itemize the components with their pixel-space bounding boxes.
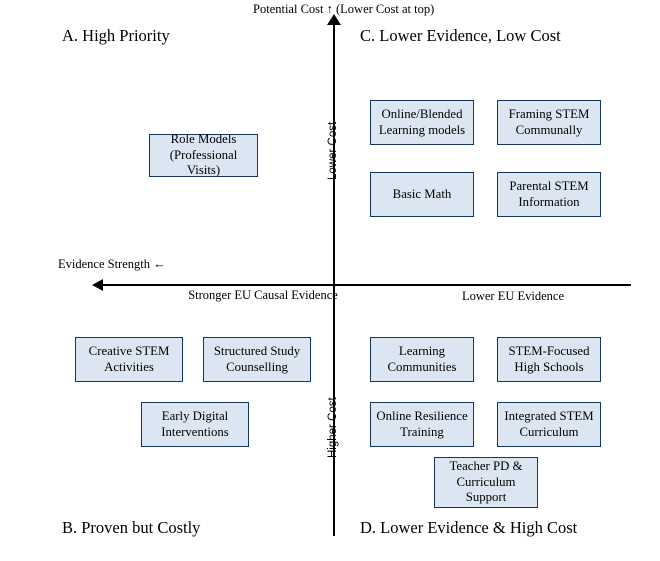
x-axis-right-label: Lower EU Evidence: [461, 289, 565, 303]
vertical-axis-line: [333, 22, 335, 536]
node-early-digital-interventions[interactable]: Early Digital Interventions: [141, 402, 249, 447]
node-stem-focused-high-schools[interactable]: STEM-Focused High Schools: [497, 337, 601, 382]
x-axis-left-label: Stronger EU Causal Evidence: [188, 288, 338, 302]
node-framing-stem-communally[interactable]: Framing STEM Communally: [497, 100, 601, 145]
top-axis-caption: Potential Cost ↑ (Lower Cost at top): [253, 2, 435, 16]
node-integrated-stem-curriculum[interactable]: Integrated STEM Curriculum: [497, 402, 601, 447]
y-axis-upper-label: Lower Cost: [327, 121, 339, 180]
node-online-resilience-training[interactable]: Online Resilience Training: [370, 402, 474, 447]
left-axis-caption: Evidence Strength ←: [58, 257, 166, 271]
quadrant-title-c: C. Lower Evidence, Low Cost: [360, 26, 561, 45]
node-creative-stem-activities[interactable]: Creative STEM Activities: [75, 337, 183, 382]
horizontal-axis-arrow-icon: [92, 279, 103, 291]
node-learning-communities[interactable]: Learning Communities: [370, 337, 474, 382]
node-teacher-pd-curriculum-support[interactable]: Teacher PD & Curriculum Support: [434, 457, 538, 508]
vertical-axis-arrow-icon: [327, 14, 341, 25]
node-parental-stem-information[interactable]: Parental STEM Information: [497, 172, 601, 217]
quadrant-title-b: B. Proven but Costly: [62, 518, 201, 537]
quadrant-title-d: D. Lower Evidence & High Cost: [360, 518, 578, 537]
node-basic-math[interactable]: Basic Math: [370, 172, 474, 217]
y-axis-lower-label: Higher Cost: [327, 397, 339, 458]
node-online-blended-learning-models[interactable]: Online/Blended Learning models: [370, 100, 474, 145]
horizontal-axis-line: [100, 284, 631, 286]
quadrant-title-a: A. High Priority: [62, 26, 170, 45]
node-role-models[interactable]: Role Models (Professional Visits): [149, 132, 258, 177]
node-structured-study-counselling[interactable]: Structured Study Counselling: [203, 337, 311, 382]
